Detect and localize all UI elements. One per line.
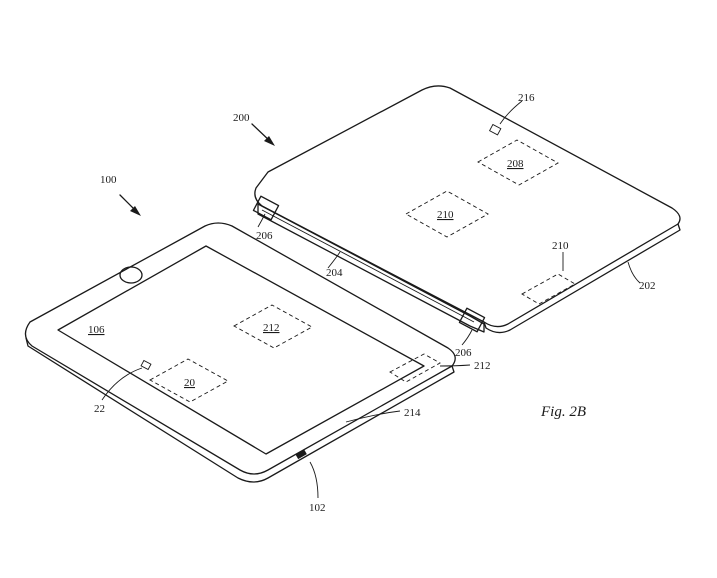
cover-flap-edge xyxy=(483,223,681,334)
label-206-bottom: 206 xyxy=(455,347,472,359)
leader-102 xyxy=(309,461,319,499)
leader-206-top xyxy=(257,213,266,228)
leader-204 xyxy=(327,251,341,269)
cover-region-210-center xyxy=(405,190,489,238)
leader-216 xyxy=(499,100,523,125)
leader-206-bottom xyxy=(461,329,473,346)
label-100: 100 xyxy=(100,174,117,186)
cover-hinge-204 xyxy=(257,203,485,333)
label-102: 102 xyxy=(309,502,326,514)
device-screen-106 xyxy=(57,245,425,455)
label-106: 106 xyxy=(88,324,105,336)
leader-212-side xyxy=(439,364,471,367)
cover-200 xyxy=(251,85,681,346)
device-body-edge xyxy=(25,337,455,483)
figure-caption: Fig. 2B xyxy=(540,404,586,420)
label-20: 20 xyxy=(184,377,196,389)
label-212-side: 212 xyxy=(474,360,491,372)
leader-202 xyxy=(627,261,641,284)
leader-214 xyxy=(345,410,401,423)
cover-sensor-216 xyxy=(488,123,502,136)
device-port-102 xyxy=(295,449,307,460)
device-sensor-22 xyxy=(140,359,152,371)
label-202: 202 xyxy=(639,280,656,292)
leader-22 xyxy=(101,367,143,401)
label-204: 204 xyxy=(326,267,343,279)
label-210-center: 210 xyxy=(437,209,454,221)
device-region-20 xyxy=(149,358,229,403)
cover-region-208 xyxy=(477,139,559,186)
cover-hinge-line xyxy=(261,209,475,323)
device-100 xyxy=(24,194,471,499)
device-region-212-side xyxy=(389,353,441,383)
label-212-center: 212 xyxy=(263,322,280,334)
cover-magnet-206-top xyxy=(252,195,280,221)
label-200: 200 xyxy=(233,112,250,124)
label-216: 216 xyxy=(518,92,535,104)
device-region-212-center xyxy=(233,304,313,349)
label-22: 22 xyxy=(94,403,105,415)
arrow-200-head xyxy=(264,136,275,146)
cover-magnet-206-bottom xyxy=(458,307,486,333)
label-214: 214 xyxy=(404,407,421,419)
label-210-side: 210 xyxy=(552,240,569,252)
device-home-button xyxy=(119,266,143,284)
cover-flap-outline xyxy=(254,85,681,328)
label-208: 208 xyxy=(507,158,524,170)
arrow-100-head xyxy=(130,206,141,216)
label-206-top: 206 xyxy=(256,230,273,242)
cover-region-210-side xyxy=(521,273,576,305)
